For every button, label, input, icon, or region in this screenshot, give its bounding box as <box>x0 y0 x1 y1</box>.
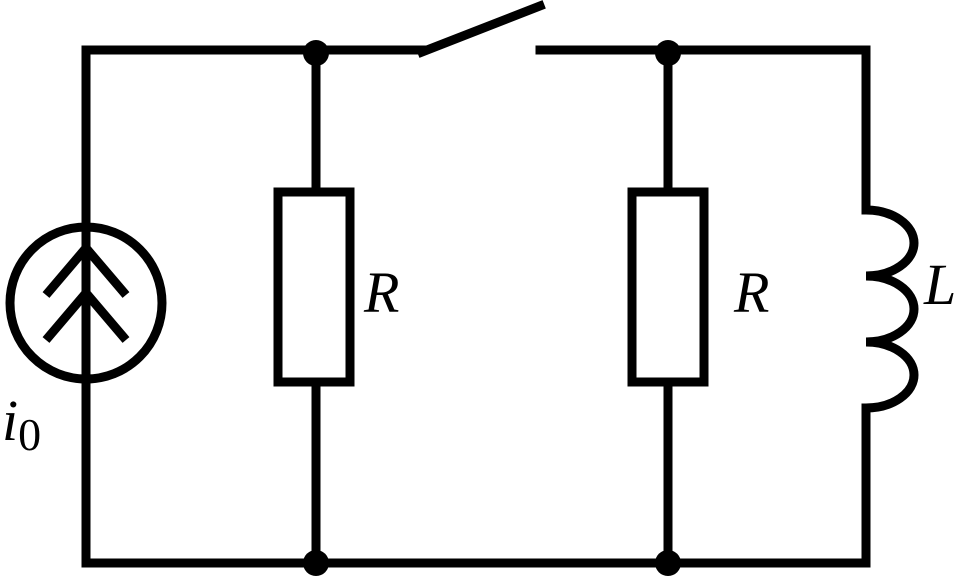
resistor-right <box>627 187 709 387</box>
resistor-left-label: R <box>363 260 399 325</box>
inductor-coil <box>865 205 919 413</box>
junction-node-bottom-right <box>655 550 681 576</box>
arrow-up-icon-secondary <box>42 286 130 343</box>
resistor-right-label: R <box>733 260 769 325</box>
source-current-label: i0 <box>2 388 41 460</box>
junction-node-top-right <box>655 40 681 66</box>
switch-blade <box>416 0 546 58</box>
arrow-up-icon <box>42 241 130 298</box>
resistor-left <box>273 187 355 387</box>
junction-node-top-left <box>303 40 329 66</box>
inductor-label: L <box>923 252 956 317</box>
junction-node-bottom-left <box>303 550 329 576</box>
current-source <box>5 222 167 384</box>
